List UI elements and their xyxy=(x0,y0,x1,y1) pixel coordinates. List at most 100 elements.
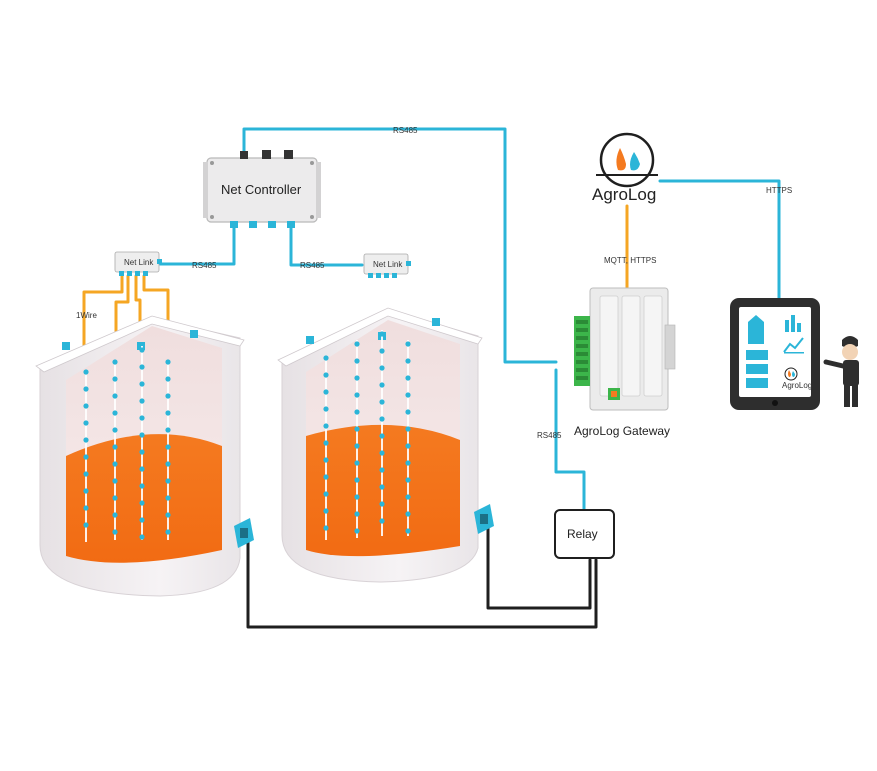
sensor-dot xyxy=(139,398,145,404)
sensor-dot xyxy=(165,512,171,518)
sensor-dot xyxy=(323,355,329,361)
sensor-dot xyxy=(112,393,118,399)
sensor-dot xyxy=(379,348,385,354)
sensor-dot xyxy=(165,410,171,416)
sensor-dot xyxy=(379,450,385,456)
onewire-cable-2 xyxy=(114,274,130,362)
silo-right xyxy=(277,307,494,583)
sensor-dot xyxy=(139,500,145,506)
sensor-dot xyxy=(83,454,89,460)
tablet: AgroLog xyxy=(730,298,820,410)
sensor-dot xyxy=(83,437,89,443)
https-label: HTTPS xyxy=(766,186,792,195)
sensor-dot xyxy=(405,494,411,500)
https-cable xyxy=(658,179,781,300)
sensor-dot xyxy=(139,347,145,353)
sensor-dot xyxy=(112,444,118,450)
sensor-dot xyxy=(139,466,145,472)
sensor-dot xyxy=(354,443,360,449)
net-link-right-label: Net Link xyxy=(373,260,403,269)
sensor-dot xyxy=(165,359,171,365)
sensor-dot xyxy=(165,427,171,433)
sensor-dot xyxy=(354,426,360,432)
sensor-dot xyxy=(139,432,145,438)
sensor-dot xyxy=(112,410,118,416)
sensor-dot xyxy=(83,420,89,426)
sensor-dot xyxy=(165,376,171,382)
agrolog-logo-label: AgroLog xyxy=(592,185,656,204)
net-link-right: Net Link xyxy=(363,253,411,278)
sensor-dot xyxy=(165,461,171,467)
sensor-dot xyxy=(323,440,329,446)
sensor-dot xyxy=(165,444,171,450)
net-link-left-label: Net Link xyxy=(124,258,154,267)
sensor-dot xyxy=(405,341,411,347)
agrolog-logo: AgroLog xyxy=(592,132,658,204)
onewire-label: 1Wire xyxy=(76,311,97,320)
sensor-dot xyxy=(112,461,118,467)
water-flame-icon xyxy=(599,132,655,188)
sensor-dot xyxy=(83,488,89,494)
sensor-dot xyxy=(354,409,360,415)
sensor-dot xyxy=(323,508,329,514)
rs485-cable-gateway xyxy=(554,368,586,512)
sensor-dot xyxy=(405,358,411,364)
onewire-cable-1 xyxy=(82,274,124,374)
sensor-dot xyxy=(139,381,145,387)
sensor-dot xyxy=(405,528,411,534)
sensor-dot xyxy=(165,495,171,501)
sensor-dot xyxy=(379,382,385,388)
relay-cable-inner xyxy=(486,526,592,610)
sensor-dot xyxy=(165,529,171,535)
sensor-dot xyxy=(112,495,118,501)
sensor-dot xyxy=(354,358,360,364)
sensor-dot xyxy=(379,365,385,371)
sensor-dot xyxy=(379,331,385,337)
sensor-dot xyxy=(354,375,360,381)
sensor-dot xyxy=(405,477,411,483)
sensor-dot xyxy=(323,525,329,531)
rs485-top-label: RS485 xyxy=(393,126,418,135)
sensor-dot xyxy=(112,427,118,433)
sensor-dot xyxy=(83,386,89,392)
rs485-cable-top xyxy=(242,127,558,364)
sensor-dot xyxy=(112,529,118,535)
sensor-dot xyxy=(323,457,329,463)
cables xyxy=(82,127,781,629)
sensor-dot xyxy=(323,474,329,480)
mqtt-https-label: MQTT, HTTPS xyxy=(604,256,656,265)
sensor-dot xyxy=(112,512,118,518)
person-icon xyxy=(823,336,859,407)
gateway-label: AgroLog Gateway xyxy=(574,424,670,438)
rs485-cable-mid xyxy=(289,220,364,267)
rs485-left-label: RS485 xyxy=(192,261,217,270)
sensor-dot xyxy=(83,403,89,409)
sensor-dot xyxy=(379,399,385,405)
silo-left xyxy=(35,315,254,597)
sensor-dot xyxy=(405,443,411,449)
agrolog-gateway: AgroLog Gateway xyxy=(574,287,676,438)
sensor-dot xyxy=(354,460,360,466)
net-controller-label: Net Controller xyxy=(221,182,302,197)
rs485-mid-label: RS485 xyxy=(300,261,325,270)
relay-label: Relay xyxy=(567,527,598,541)
sensor-dot xyxy=(379,501,385,507)
sensor-dot xyxy=(139,449,145,455)
sensor-dot xyxy=(323,389,329,395)
sensor-dots xyxy=(83,331,411,540)
sensor-dot xyxy=(112,478,118,484)
sensor-dot xyxy=(139,534,145,540)
sensor-dot xyxy=(379,416,385,422)
sensor-dot xyxy=(83,522,89,528)
sensor-dot xyxy=(354,528,360,534)
sensor-dot xyxy=(354,494,360,500)
sensor-dot xyxy=(405,392,411,398)
net-controller: Net Controller xyxy=(203,150,321,228)
rs485-gateway-label: RS485 xyxy=(537,431,562,440)
relay-cable-outer xyxy=(246,538,598,629)
sensor-dot xyxy=(139,415,145,421)
sensor-dot xyxy=(405,460,411,466)
sensor-dot xyxy=(165,478,171,484)
sensor-dot xyxy=(405,409,411,415)
